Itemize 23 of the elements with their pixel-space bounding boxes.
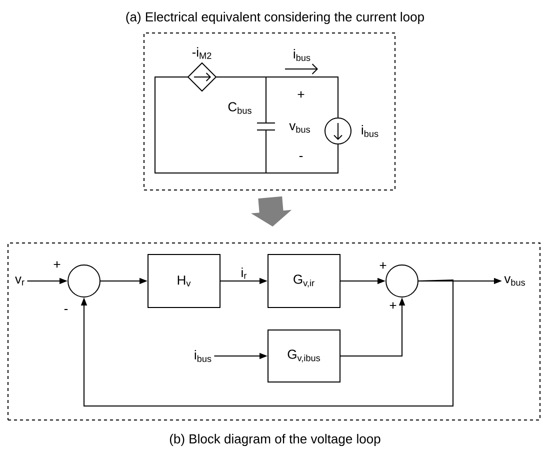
sign-label: + <box>380 262 386 269</box>
transfer-block: G$_{v,ibus}$ <box>268 330 340 382</box>
transfer-block: H$_{v}$ <box>148 254 220 308</box>
node-label: (b) Block diagram of the voltage loop <box>170 434 380 446</box>
signal-label: v$_{bus}$ <box>504 276 525 286</box>
sign-label: + <box>298 91 304 98</box>
circuit-label: -i$_{M2}$ <box>192 47 212 59</box>
node-label: (a) Electrical equivalent considering the current loop <box>126 12 424 24</box>
signal-label: v$_{r}$ <box>15 276 24 286</box>
circuit-label: i$_{bus}$ <box>294 49 310 61</box>
arrow <box>80 279 454 406</box>
circuit-label: v$_{bus}$ <box>289 123 310 133</box>
sign-label: + <box>390 302 396 309</box>
sign-label: + <box>54 261 60 268</box>
summing-junction <box>68 264 100 298</box>
edge-label: i$_{r}$ <box>242 268 247 279</box>
circuit-label: i$_{bus}$ <box>362 125 378 137</box>
sign-label: - <box>64 309 68 310</box>
transfer-block: G$_{v,ir}$ <box>268 254 340 308</box>
summing-junction <box>386 264 418 298</box>
circuit-label: C$_{bus}$ <box>228 102 252 114</box>
signal-label: i$_{bus}$ <box>194 350 212 362</box>
sign-label: - <box>299 156 303 158</box>
